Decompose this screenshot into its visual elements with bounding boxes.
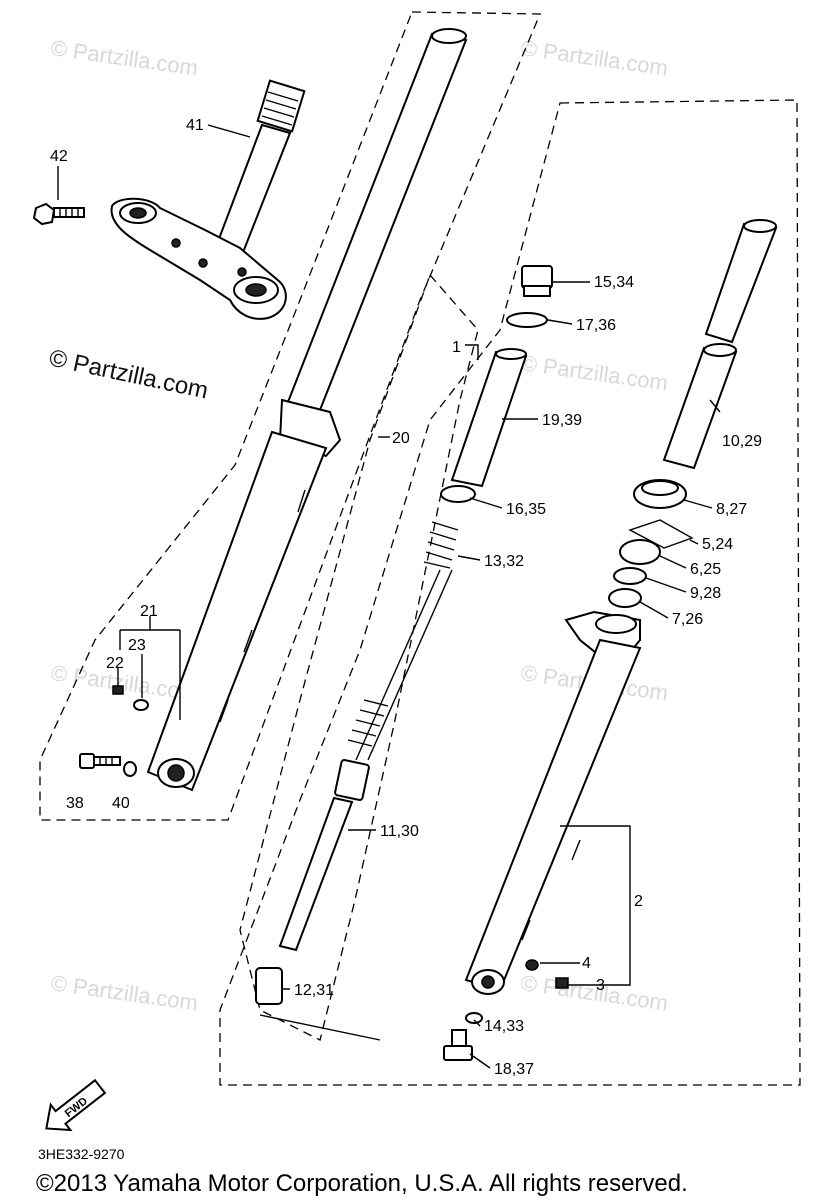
gasket-14-33 [465, 1012, 483, 1024]
callout-38: 38 [66, 795, 84, 812]
taper-spindle-12-31 [255, 967, 283, 1005]
slide-metal-7-26 [608, 588, 642, 608]
callout-19-39: 19,39 [542, 412, 582, 429]
callout-4: 4 [582, 955, 591, 972]
callout-6-25: 6,25 [690, 561, 721, 578]
callout-14-33: 14,33 [484, 1018, 524, 1035]
dust-seal-8-27 [633, 479, 687, 509]
bolt-42 [32, 202, 85, 226]
spacer-19-39 [450, 348, 528, 488]
watermark-group: © Partzilla.com © Partzilla.com © Partzi… [47, 35, 670, 1015]
watermark-main: © Partzilla.com [47, 344, 211, 404]
bolt-18-37 [443, 1029, 473, 1061]
watermark: © Partzilla.com [519, 970, 669, 1015]
callout-9-28: 9,28 [690, 585, 721, 602]
callout-1: 1 [452, 339, 461, 356]
callout-11-30: 11,30 [380, 823, 419, 840]
watermark: © Partzilla.com [519, 350, 669, 395]
o-ring-17-36 [506, 312, 548, 328]
callout-22: 22 [106, 655, 124, 672]
callout-8-27: 8,27 [716, 501, 747, 518]
callout-17-36: 17,36 [576, 317, 616, 334]
diagram-code: 3HE332-9270 [38, 1146, 125, 1162]
callout-13-32: 13,32 [484, 553, 524, 570]
damper-rod-11-30 [278, 759, 370, 952]
washer-4 [525, 959, 539, 971]
callout-20: 20 [392, 430, 410, 447]
left-assembly-boundary [39, 11, 541, 821]
callout-5-24: 5,24 [702, 536, 733, 553]
watermark: © Partzilla.com [49, 970, 199, 1015]
bolt-38 [79, 753, 121, 769]
callout-7-26: 7,26 [672, 611, 703, 628]
callout-16-35: 16,35 [506, 501, 546, 518]
spring-seat-16-35 [440, 485, 476, 503]
left-fork-assembly-20 [146, 28, 468, 792]
callout-18-37: 18,37 [494, 1061, 534, 1078]
callout-42: 42 [50, 148, 68, 165]
fork-spring-13-32 [347, 521, 459, 761]
washer-40 [123, 761, 137, 777]
callout-40: 40 [112, 795, 130, 812]
watermark: © Partzilla.com [49, 35, 199, 80]
screw-22 [112, 685, 124, 695]
copyright-notice: ©2013 Yamaha Motor Corporation, U.S.A. A… [36, 1170, 688, 1197]
inner-tube-10-29 [662, 219, 778, 470]
cap-bolt-15-34 [521, 265, 553, 297]
callout-23: 23 [128, 637, 146, 654]
oil-seal-6-25 [619, 539, 661, 565]
watermark: © Partzilla.com [519, 35, 669, 80]
steering-stem-41 [110, 79, 306, 320]
washer-23 [133, 699, 149, 711]
callout-2: 2 [634, 893, 643, 910]
screw-3 [555, 977, 569, 989]
inner-assembly-boundary [239, 273, 479, 1041]
callout-21: 21 [140, 603, 158, 620]
callout-15-34: 15,34 [594, 274, 634, 291]
callout-labels: 42 41 20 1 15,34 17,36 19,39 10,29 16,35… [50, 117, 762, 1078]
leader-lines [57, 124, 721, 1069]
callout-12-31: 12,31 [294, 982, 334, 999]
outer-tube-2 [464, 610, 642, 995]
forward-arrow-icon: FWD [45, 1078, 107, 1132]
callout-3: 3 [596, 977, 605, 994]
callout-41: 41 [186, 117, 204, 134]
washer-9-28 [613, 567, 647, 585]
callout-10-29: 10,29 [722, 433, 762, 450]
